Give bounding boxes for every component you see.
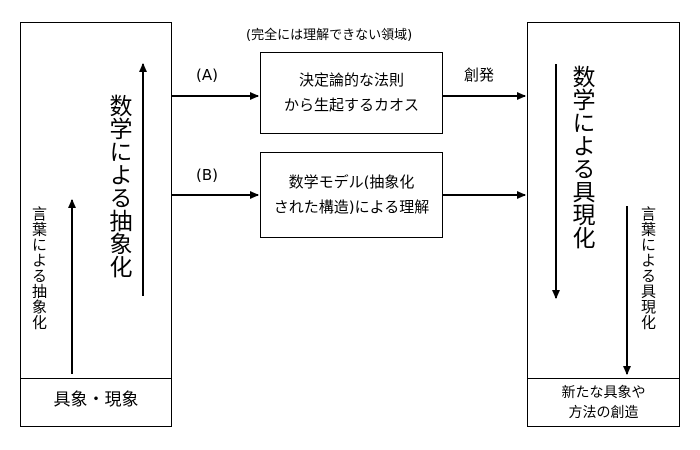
path-a-label: (A) (196, 66, 218, 84)
left-vertical-small-label: 言葉による抽象化 (30, 206, 48, 330)
path-b-box-line2: された構造)による理解 (273, 198, 430, 216)
path-a-box-line2: から生起するカオス (283, 96, 419, 114)
left-vertical-large-label: 数学による抽象化 (105, 94, 131, 278)
right-bottom-label-line2: 方法の創造 (568, 405, 639, 421)
right-vertical-large-label: 数学による具現化 (568, 65, 594, 249)
right-bottom-label-line1: 新たな具象や (561, 384, 646, 401)
path-b-box-line1: 数学モデル(抽象化 (288, 173, 415, 192)
path-a-output-label: 創発 (464, 66, 495, 84)
path-b-label: (B) (196, 166, 218, 184)
right-panel-divider (527, 378, 680, 379)
left-bottom-label: 具象・現象 (53, 390, 139, 410)
right-panel (527, 22, 680, 427)
path-b-box: 数学モデル(抽象化 された構造)による理解 (260, 152, 443, 238)
path-a-annotation: (完全には理解できない領域) (246, 28, 413, 43)
right-vertical-small-label: 言葉による具現化 (639, 206, 657, 330)
right-bottom-label: 新たな具象や 方法の創造 (527, 379, 680, 427)
path-a-box-line1: 決定論的な法則 (298, 71, 404, 90)
left-panel-divider (20, 378, 172, 379)
path-a-box: 決定論的な法則 から生起するカオス (260, 52, 443, 134)
left-panel (20, 22, 172, 427)
